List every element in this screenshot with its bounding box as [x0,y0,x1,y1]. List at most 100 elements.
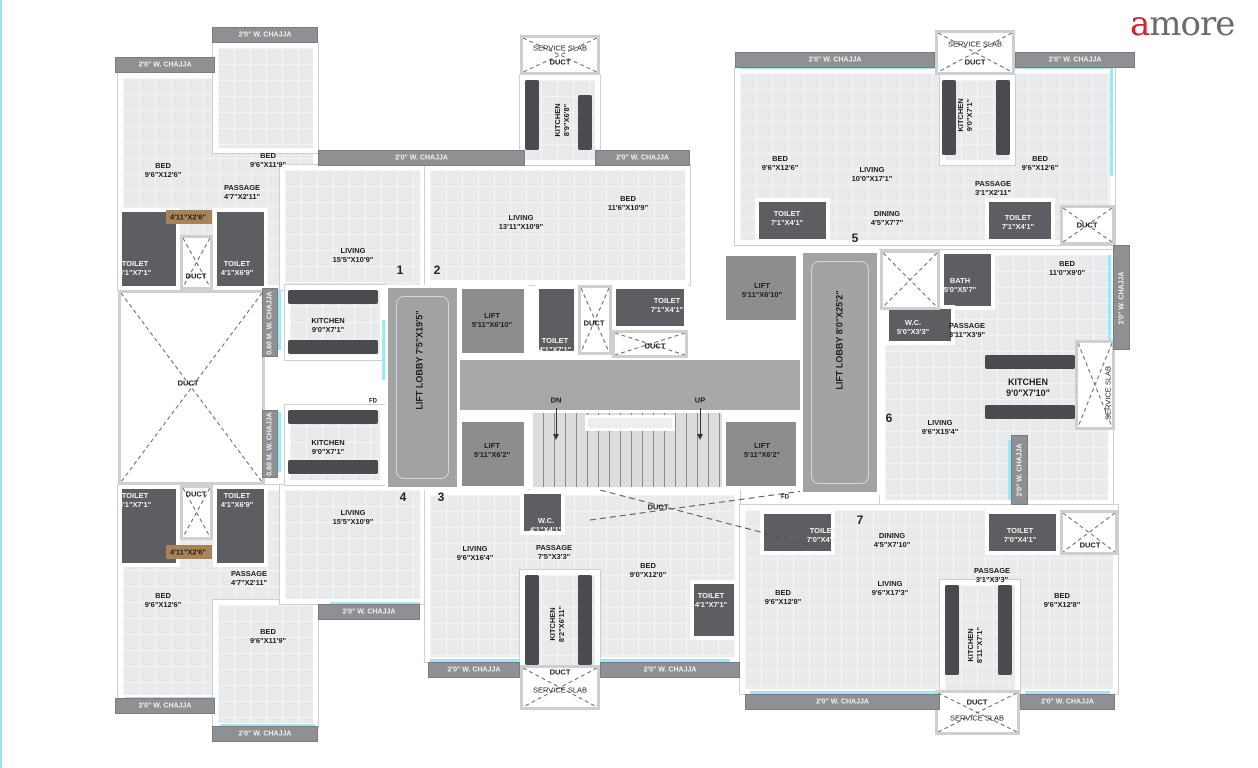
room-size: 5'11"X6'10" [471,320,513,329]
lift-lobby-label: LIFT LOBBY 7'5"X19'5" [414,310,425,410]
room-size: 5'0"X5'7" [943,285,977,294]
room-name: W.C. [904,318,922,327]
room-size: 4'5"X7'7" [870,218,904,227]
room-size: 9'6"X12'6" [1021,163,1059,172]
chajja-label: 2'0" W. CHAJJA [808,56,862,64]
wet-area-floor [985,198,1055,243]
room-size: 9'6"X12'8" [1043,600,1081,609]
window [330,602,420,605]
room-size: 4'7"X2'11" [223,192,261,201]
wardrobe [166,545,212,559]
duct-label: DUCT [185,489,207,499]
duct-shaft [935,690,1020,735]
window [220,724,315,727]
kitchen-counter [998,585,1012,675]
room-size: 5'11"X6'10" [741,290,783,299]
window [1008,440,1011,500]
room-name: BED [155,161,171,170]
room-size: 9'0"X7'1" [965,98,974,132]
room-name: KITCHEN [966,628,975,662]
room-size: 4'5"X7'10" [873,540,911,549]
lift-shaft [458,285,528,357]
room-size: 5'11"X6'2" [473,450,511,459]
room-name: TOILET [653,296,681,305]
room-name: KITCHEN [1007,377,1048,387]
chajja-label: 2'0" W. CHAJJA [616,154,669,162]
arrow-down-icon [697,408,703,440]
room-size: 4'7"X2'11" [230,578,268,587]
wet-area-floor [755,198,830,243]
room-name: LIVING [462,544,488,553]
room-size: 7'5"X3'3" [537,552,571,561]
room-name: KITCHEN [553,103,562,137]
room-name: TOILET [223,491,251,500]
chajja-label: 0.60 M. W. CHAJJA [266,412,274,476]
chajja-slab [262,410,278,478]
duct-shaft [935,30,1015,75]
room-name: BED [260,151,276,160]
room-name: PASSAGE [223,183,261,192]
room-name: KITCHEN [311,316,345,325]
duct-shaft [612,330,688,358]
service-slab-label: SERVICE SLAB [532,685,588,695]
flat-number: 2 [433,263,441,277]
duct-shaft [180,485,213,540]
wet-area-floor [690,580,738,640]
room-name: DINING [873,209,901,218]
room-name: TOILET [809,526,837,535]
chajja-slab [115,698,215,714]
room-size: 9'6"X11'9" [249,636,287,645]
lift-shaft [722,252,800,324]
room-size: 9'6"X12'6" [144,170,182,179]
room-name: KITCHEN [548,607,557,641]
room-name: BED [155,591,171,600]
room-name: PASSAGE [974,179,1012,188]
kitchen-counter [525,575,539,665]
room-size: 11'0"X9'0" [1048,268,1086,277]
chajja-label: 2'0" W. CHAJJA [1016,443,1023,497]
room-size: 8'2"X6'11" [557,605,566,643]
room-size: 15'5"X10'9" [332,255,374,264]
service-slab-label: SERVICE SLAB [947,39,1003,49]
room-name: PASSAGE [948,321,986,330]
room-size: 7'1"X4'1" [650,305,684,314]
duct-shaft [1075,340,1115,430]
room-size: 9'6"X11'9" [249,160,287,169]
room-size: 9'6"X12'6" [144,600,182,609]
chajja-slab [595,150,690,166]
dimension-label: 4'11"X2'6" [169,212,207,222]
kitchen-counter [288,340,378,354]
chajja-slab [600,662,740,678]
room-name: BED [1032,154,1048,163]
kitchen-counter [942,80,956,155]
room-size: 8'11"X7'1" [975,626,984,664]
duct-label: DUCT [185,271,207,281]
kitchen-counter [945,585,959,675]
chajja-slab [735,52,935,68]
duct-shaft [520,665,600,710]
chajja-label: 2'0" W. CHAJJA [1048,56,1102,64]
stair-landing [585,415,675,431]
window [278,290,281,350]
chajja-label: 2'0" W. CHAJJA [447,666,501,674]
kitchen-counter [578,575,592,665]
duct-label: DUCT [1079,540,1101,550]
duct-shaft [118,290,265,485]
kitchen-counter [288,460,378,474]
chajja-label: 0.60 M. W. CHAJJA [266,290,274,355]
window [382,320,385,380]
